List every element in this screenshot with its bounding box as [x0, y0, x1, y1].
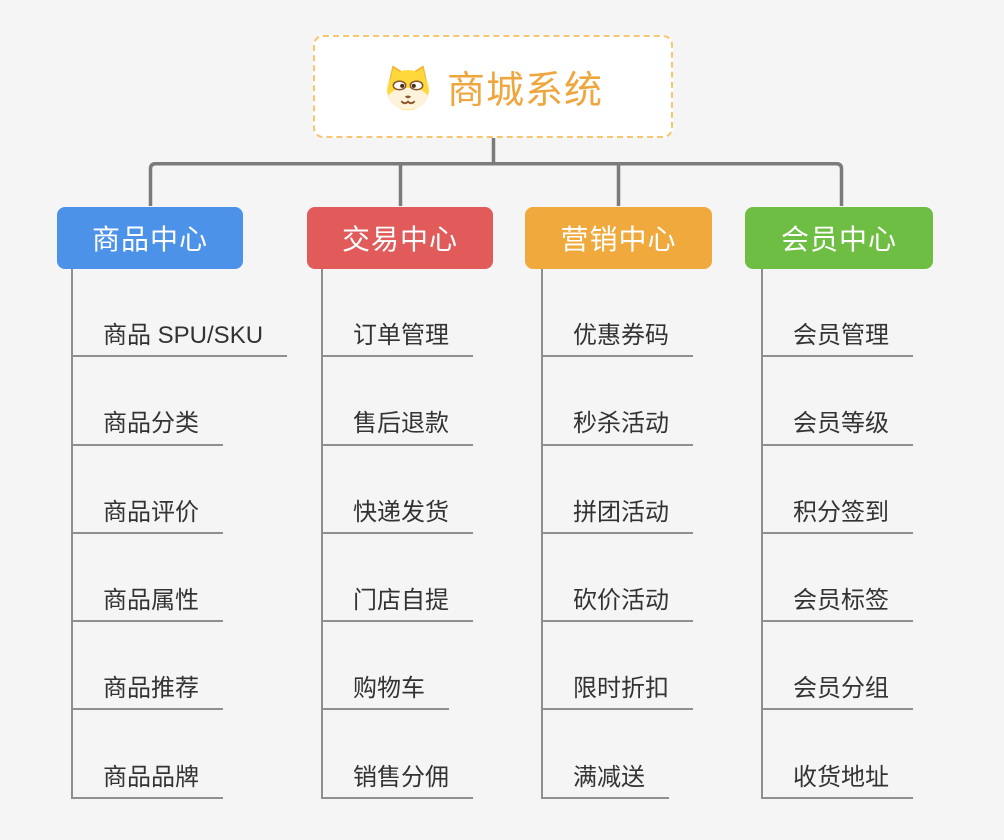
leaf-node[interactable]: 会员等级: [763, 357, 913, 446]
leaf-label: 订单管理: [353, 322, 449, 350]
leaf-label: 商品评价: [103, 498, 199, 526]
branch-label: 会员中心: [780, 224, 897, 255]
leaf-node[interactable]: 门店自提: [323, 534, 473, 623]
leaf-label: 会员等级: [793, 410, 889, 438]
branch-label: 交易中心: [341, 224, 458, 255]
leaf-node[interactable]: 购物车: [323, 622, 449, 711]
leaf-label: 满减送: [573, 763, 645, 791]
leaf-label: 商品 SPU/SKU: [103, 322, 264, 350]
root-node-title: 商城系统: [446, 70, 603, 112]
leaf-node[interactable]: 限时折扣: [543, 622, 693, 711]
shiba-dog-icon: [387, 64, 429, 110]
leaf-node[interactable]: 会员分组: [763, 622, 913, 711]
child-column-product-center: 商品 SPU/SKU 商品分类 商品评价 商品属性 商品推荐 商品品牌: [71, 269, 288, 799]
leaf-label: 购物车: [353, 675, 425, 703]
branch-node-marketing-center[interactable]: 营销中心: [525, 207, 712, 269]
leaf-label: 拼团活动: [573, 498, 669, 526]
leaf-label: 限时折扣: [573, 675, 669, 703]
leaf-node[interactable]: 商品 SPU/SKU: [73, 269, 288, 358]
leaf-node[interactable]: 销售分佣: [323, 710, 473, 799]
leaf-node[interactable]: 积分签到: [763, 446, 913, 534]
leaf-label: 快递发货: [353, 498, 449, 526]
leaf-label: 会员分组: [793, 675, 889, 703]
leaf-label: 商品推荐: [103, 675, 199, 703]
leaf-node[interactable]: 会员管理: [763, 269, 913, 358]
leaf-node[interactable]: 商品品牌: [73, 710, 223, 799]
leaf-label: 会员管理: [793, 322, 889, 350]
branch-node-member-center[interactable]: 会员中心: [745, 207, 933, 269]
child-column-marketing-center: 优惠券码 秒杀活动 拼团活动 砍价活动 限时折扣 满减送: [541, 269, 693, 799]
leaf-label: 售后退款: [353, 410, 449, 438]
leaf-node[interactable]: 会员标签: [763, 534, 913, 623]
leaf-node[interactable]: 快递发货: [323, 446, 473, 534]
leaf-label: 会员标签: [793, 587, 889, 614]
leaf-node[interactable]: 商品属性: [73, 534, 223, 623]
leaf-node[interactable]: 订单管理: [323, 269, 473, 358]
leaf-node[interactable]: 售后退款: [323, 357, 473, 446]
leaf-label: 门店自提: [353, 587, 449, 614]
leaf-label: 收货地址: [793, 763, 889, 791]
leaf-label: 积分签到: [793, 498, 889, 526]
leaf-label: 优惠券码: [573, 322, 669, 350]
child-column-trade-center: 订单管理 售后退款 快递发货 门店自提 购物车 销售分佣: [321, 269, 473, 799]
leaf-node[interactable]: 商品评价: [73, 446, 223, 534]
leaf-label: 商品品牌: [103, 763, 199, 791]
leaf-node[interactable]: 商品推荐: [73, 622, 223, 711]
branch-node-product-center[interactable]: 商品中心: [57, 207, 243, 269]
root-node-mall-system[interactable]: 商城系统: [313, 35, 673, 138]
leaf-node[interactable]: 收货地址: [763, 710, 913, 799]
leaf-node[interactable]: 砍价活动: [543, 534, 693, 623]
leaf-node[interactable]: 优惠券码: [543, 269, 693, 358]
child-column-member-center: 会员管理 会员等级 积分签到 会员标签 会员分组 收货地址: [761, 269, 913, 799]
branch-node-trade-center[interactable]: 交易中心: [307, 207, 493, 269]
leaf-label: 秒杀活动: [573, 410, 669, 438]
leaf-label: 砍价活动: [573, 587, 669, 614]
leaf-node[interactable]: 满减送: [543, 710, 669, 799]
leaf-node[interactable]: 拼团活动: [543, 446, 693, 534]
leaf-label: 销售分佣: [353, 763, 449, 791]
leaf-node[interactable]: 商品分类: [73, 357, 223, 446]
leaf-label: 商品属性: [103, 587, 199, 614]
leaf-label: 商品分类: [103, 410, 199, 438]
branch-label: 营销中心: [560, 224, 677, 255]
leaf-node[interactable]: 秒杀活动: [543, 357, 693, 446]
branch-label: 商品中心: [91, 224, 208, 255]
